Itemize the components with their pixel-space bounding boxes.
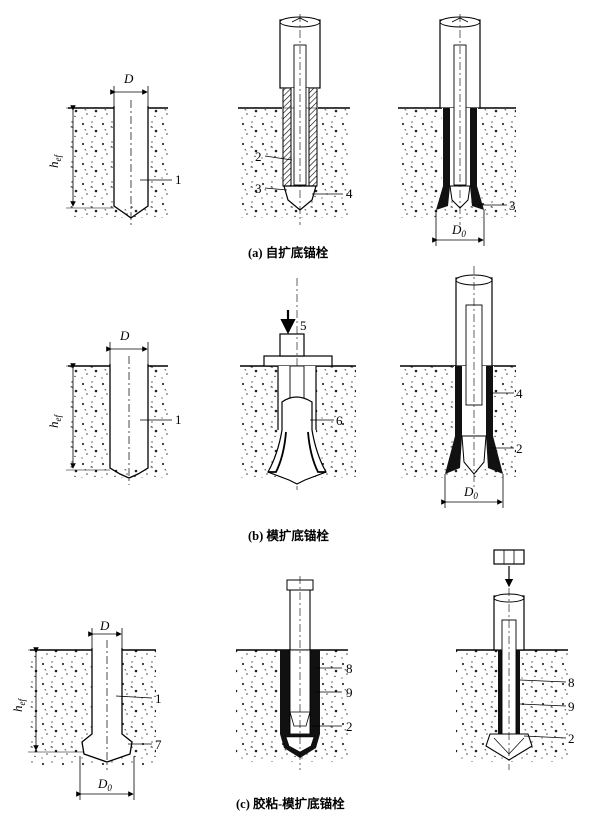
caption-c: (c) 胶粘-模扩底锚栓 xyxy=(236,796,345,811)
dim-D-b: D xyxy=(119,328,130,343)
label-6-b: 6 xyxy=(336,413,343,428)
panel-c3-bonded-undercut-anchor xyxy=(456,549,568,770)
panel-b1-drilled-hole xyxy=(66,342,172,485)
label-2-b: 2 xyxy=(516,441,523,456)
caption-a: (a) 自扩底锚栓 xyxy=(248,245,329,260)
label-1-c: 1 xyxy=(155,691,162,706)
panel-b2-undercut-tool xyxy=(240,278,356,490)
label-2-a: 2 xyxy=(255,149,262,164)
label-7-c: 7 xyxy=(155,737,162,752)
label-9-c3: 9 xyxy=(568,699,575,714)
dim-D-c: D xyxy=(99,618,110,633)
label-3-a: 3 xyxy=(255,181,262,196)
label-2-c3: 2 xyxy=(568,731,575,746)
label-2-c2: 2 xyxy=(346,719,353,734)
panel-c1-undercut-hole xyxy=(28,628,156,800)
label-3-a3: 3 xyxy=(509,198,516,213)
label-9-c2: 9 xyxy=(346,685,353,700)
dim-D0-c: D0 xyxy=(97,776,112,793)
dim-D-a: D xyxy=(123,71,134,86)
caption-b: (b) 模扩底锚栓 xyxy=(248,528,329,543)
dim-hef-a: hef xyxy=(46,154,63,168)
label-8-c3: 8 xyxy=(568,675,575,690)
panel-c2-bonded-undercut-install xyxy=(236,576,348,770)
panel-b3-undercut-anchor xyxy=(400,266,516,508)
label-8-c2: 8 xyxy=(346,661,353,676)
dim-hef-b: hef xyxy=(46,414,63,428)
panel-a3-self-undercut-expanded xyxy=(398,14,516,246)
dim-hef-c: hef xyxy=(10,698,27,712)
label-4-b: 4 xyxy=(516,386,523,401)
label-5-b: 5 xyxy=(300,318,307,333)
dim-D0-b: D0 xyxy=(463,484,478,501)
label-4-a: 4 xyxy=(346,186,353,201)
dim-D0-a: D0 xyxy=(451,222,466,239)
panel-a2-self-undercut-install xyxy=(238,14,350,225)
label-1-a: 1 xyxy=(175,172,182,187)
panel-a1-drilled-hole xyxy=(66,86,172,225)
label-1-b: 1 xyxy=(175,412,182,427)
